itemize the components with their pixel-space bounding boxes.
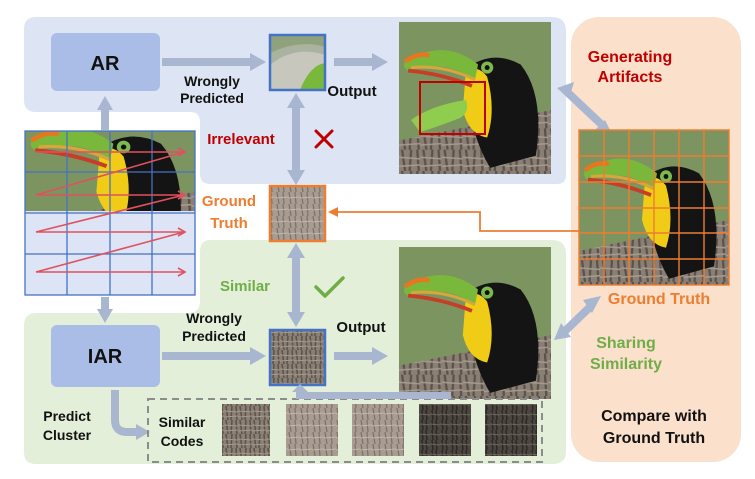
- grid-to-ar-arrow: [97, 96, 113, 130]
- irrelevant-label: Irrelevant: [207, 131, 275, 148]
- raster-scan-arrows: [35, 147, 187, 277]
- gt-vs-iar-patch-arrow: [287, 243, 305, 327]
- ar-patch-vs-gt-arrow: [287, 93, 305, 185]
- compare-line1: Compare with: [601, 408, 707, 425]
- ar-to-patch-arrow: [162, 53, 266, 71]
- codes-to-patch-arrow: [292, 384, 451, 399]
- sharing-similarity-line1: Sharing: [596, 335, 656, 352]
- similar-code-thumb: [352, 404, 404, 456]
- similar-codes-line1: Similar: [159, 414, 206, 430]
- iar-block: [51, 325, 160, 387]
- ar-patch-to-output-arrow: [334, 53, 388, 71]
- ar-wrongly-predicted-line2: Predicted: [180, 90, 244, 106]
- iar-patch-to-output-arrow: [334, 347, 388, 365]
- check-icon: [314, 276, 345, 298]
- gt-image-to-patch-arrow: [336, 211, 630, 232]
- iar-wrongly-predicted-line2: Predicted: [182, 328, 246, 344]
- similar-code-thumb: [286, 404, 338, 456]
- grid-to-iar-arrow: [97, 297, 113, 323]
- sharing-similarity-line2: Similarity: [590, 356, 662, 373]
- generating-artifacts-line1: Generating: [588, 49, 672, 66]
- iar-block-label: IAR: [88, 346, 123, 368]
- similar-code-thumb: [222, 404, 270, 456]
- predict-cluster-line1: Predict: [43, 408, 91, 424]
- similar-code-thumb: [485, 404, 537, 456]
- ar-output-image: [399, 22, 551, 174]
- iar-wrongly-predicted-line1: Wrongly: [186, 310, 242, 326]
- similar-code-thumbnails: [222, 404, 537, 456]
- ground-truth-right-label: Ground Truth: [608, 291, 710, 308]
- input-image-grid: [24, 130, 196, 296]
- ar-block-label: AR: [91, 53, 120, 75]
- ar-wrongly-predicted-line1: Wrongly: [184, 73, 240, 89]
- iar-predicted-patch: [268, 328, 327, 387]
- similar-codes-line2: Codes: [161, 433, 204, 449]
- iar-output-image: [399, 247, 551, 399]
- iar-output-vs-gt-arrow: [554, 296, 601, 340]
- compare-line2: Ground Truth: [603, 430, 705, 447]
- artifact-box: [419, 81, 486, 135]
- predict-cluster-arrow: [111, 390, 138, 436]
- predict-cluster-line2: Cluster: [43, 427, 92, 443]
- iar-output-label: Output: [336, 319, 385, 336]
- ground-truth-patch: [268, 184, 327, 243]
- cross-icon: [314, 129, 334, 149]
- ground-truth-label-line1: Ground: [202, 193, 256, 210]
- generating-artifacts-line2: Artifacts: [598, 69, 663, 86]
- ground-truth-image: [578, 129, 730, 286]
- similar-code-thumb: [419, 404, 471, 456]
- ar-block: [51, 33, 160, 91]
- ar-output-label: Output: [327, 83, 376, 100]
- iar-to-patch-arrow: [162, 347, 266, 365]
- ground-truth-label-line2: Truth: [210, 215, 248, 232]
- ar-predicted-patch: [268, 33, 327, 92]
- similar-label: Similar: [220, 278, 270, 295]
